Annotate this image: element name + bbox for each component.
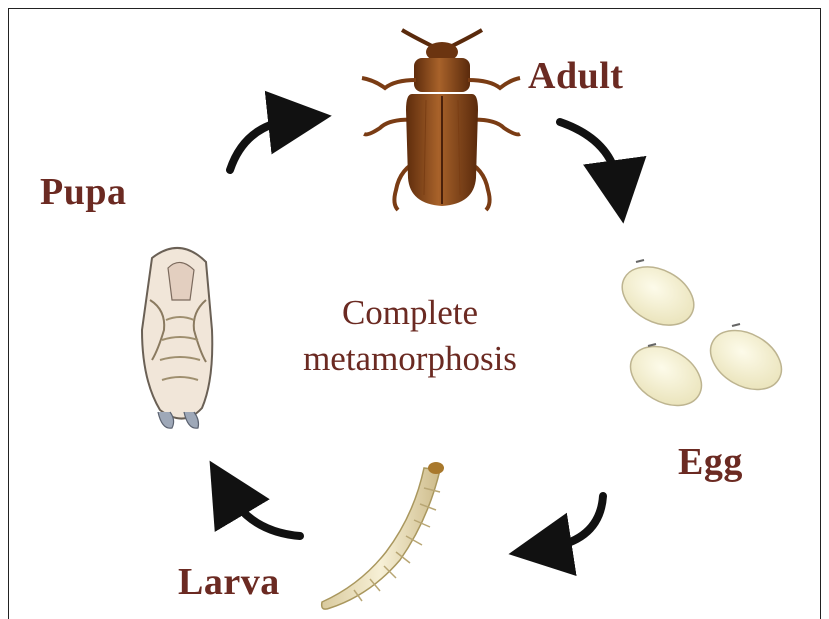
arrow-pupa-to-adult bbox=[230, 120, 292, 170]
stage-label-adult: Adult bbox=[528, 54, 623, 98]
stage-label-larva: Larva bbox=[178, 560, 280, 604]
arrow-larva-to-pupa bbox=[230, 495, 300, 536]
center-caption-line-1: Complete bbox=[260, 290, 560, 336]
stage-label-egg: Egg bbox=[678, 440, 743, 484]
adult-beetle-image bbox=[362, 30, 520, 210]
center-caption: Complete metamorphosis bbox=[260, 290, 560, 382]
center-caption-line-2: metamorphosis bbox=[260, 336, 560, 382]
larva-image bbox=[322, 462, 444, 609]
pupa-image bbox=[142, 248, 212, 428]
stage-label-pupa: Pupa bbox=[40, 170, 126, 214]
eggs-image bbox=[612, 255, 792, 417]
arrow-adult-to-egg bbox=[560, 122, 618, 184]
arrow-egg-to-larva bbox=[548, 496, 603, 548]
